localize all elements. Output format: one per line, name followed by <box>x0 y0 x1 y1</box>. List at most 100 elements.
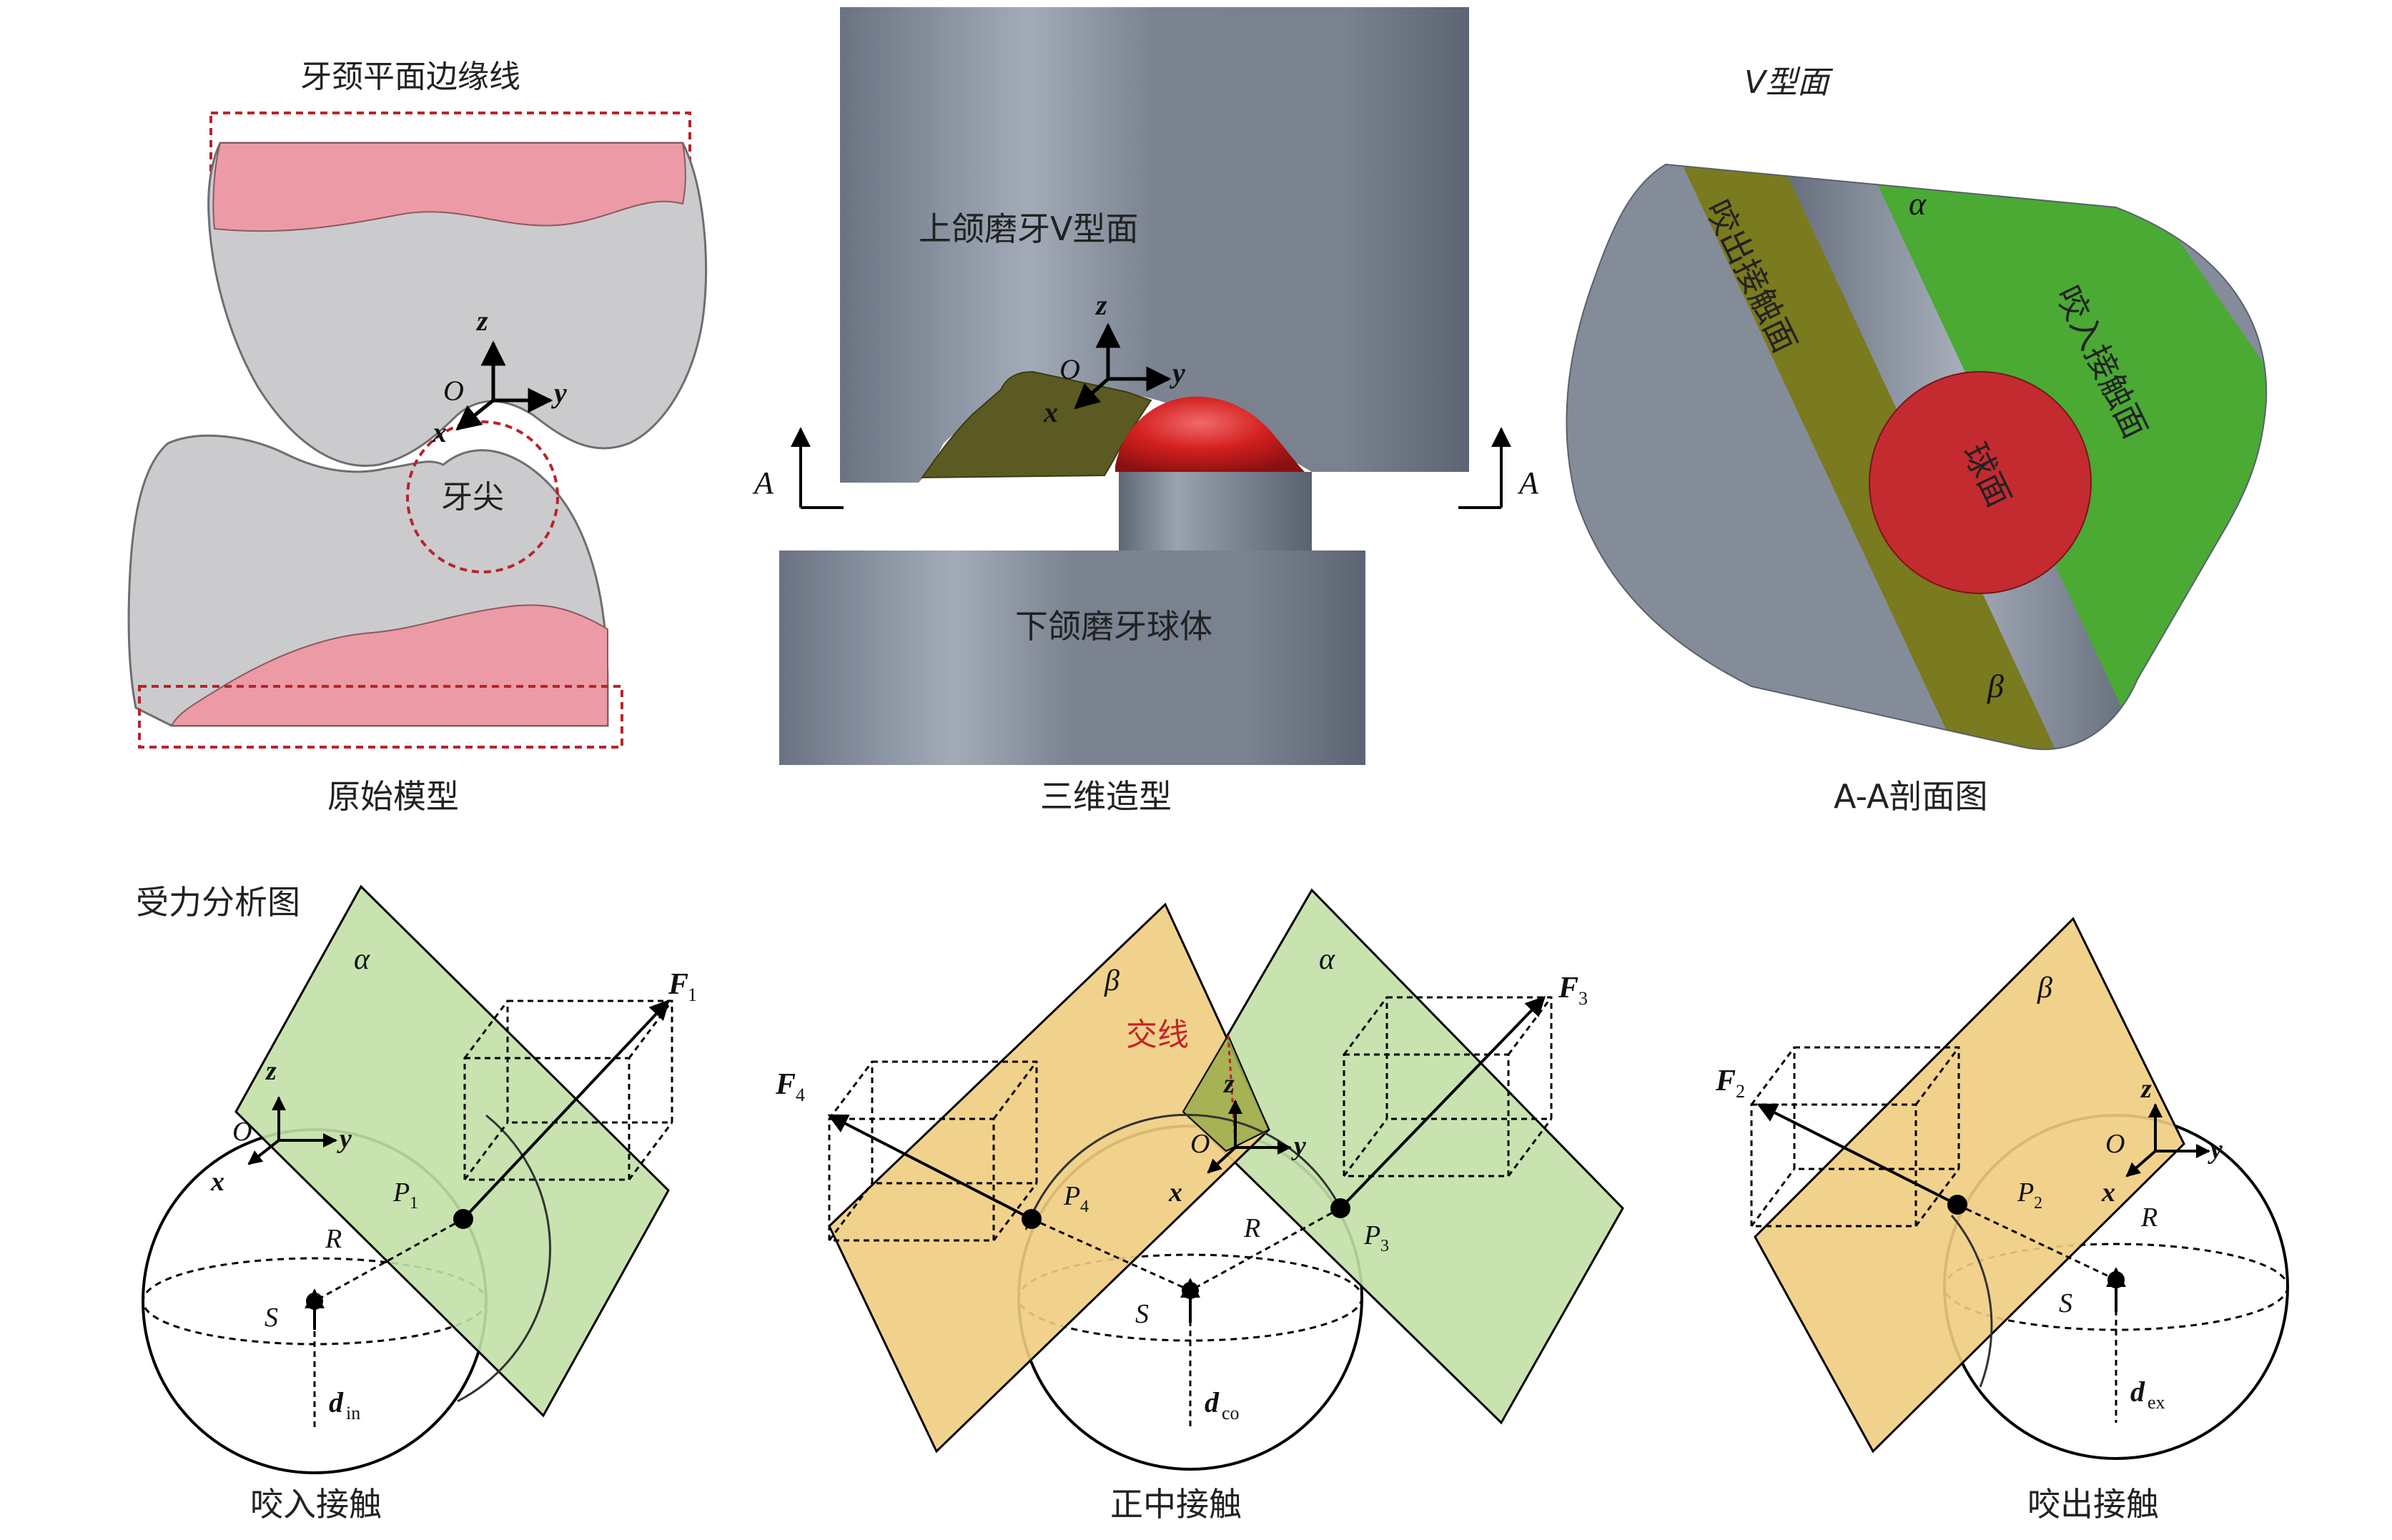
original-model-caption: 原始模型 <box>327 777 459 816</box>
middle-origin: O <box>1190 1129 1210 1159</box>
cervical-line-label: 牙颈平面边缘线 <box>300 59 520 95</box>
plane-beta-right <box>1754 917 2185 1453</box>
centric-panel: z y x O β α 交线 F 4 F 3 P 4 P 3 R S d co … <box>775 888 1624 1524</box>
cad-x-axis <box>1074 377 1109 410</box>
centric-caption: 正中接触 <box>1110 1485 1242 1524</box>
lower-cylinder-neck <box>1119 472 1312 551</box>
left-disp-sub: in <box>346 1403 360 1423</box>
cusp-label: 牙尖 <box>441 479 504 515</box>
center-s-left <box>306 1293 323 1310</box>
left-force-f: F <box>668 968 688 1001</box>
force-f2-arrow <box>1756 1103 1958 1206</box>
force-box-left <box>463 999 673 1181</box>
upper-v-block <box>840 7 1469 483</box>
left-point-sub: 1 <box>410 1194 418 1213</box>
lower-sphere-label: 下颌磨牙球体 <box>1015 607 1212 646</box>
red-contact-dome <box>1115 396 1305 472</box>
left-axis-z: z <box>265 1056 277 1086</box>
intersection-region <box>1182 1033 1270 1152</box>
right-radius: R <box>2140 1203 2158 1233</box>
middle-force-f3-sub: 3 <box>1578 988 1588 1009</box>
lower-sphere-block <box>779 551 1365 765</box>
right-origin: O <box>2105 1129 2125 1159</box>
section-left-label: A <box>752 465 774 500</box>
contact-p1 <box>453 1209 473 1229</box>
right-force-sub: 2 <box>1736 1081 1745 1102</box>
left-origin: O <box>232 1117 252 1147</box>
middle-point-p3-sub: 3 <box>1380 1237 1389 1255</box>
middle-axis-y: y <box>1291 1131 1306 1161</box>
force-f4-arrow <box>827 1114 1032 1220</box>
middle-force-f4-sub: 4 <box>796 1085 805 1105</box>
middle-plane-alpha: α <box>1319 943 1335 976</box>
model-axis-x: x <box>432 416 447 448</box>
middle-point-p4-sub: 4 <box>1080 1198 1089 1216</box>
cad-axis-y: y <box>1170 357 1185 389</box>
bite-in-caption: 咬入接触 <box>250 1485 382 1524</box>
original-model-panel: 牙颈平面边缘线 牙尖 z y x O 原始模型 <box>127 59 707 816</box>
middle-point-p4: P <box>1063 1181 1080 1211</box>
lower-cervical-box <box>138 685 623 749</box>
left-axis-x: x <box>210 1167 224 1197</box>
right-plane-beta: β <box>2037 972 2052 1005</box>
plane-alpha-middle <box>1182 888 1624 1425</box>
upper-v-label: 上颌磨牙V型面 <box>919 209 1138 248</box>
left-radius: R <box>325 1224 342 1254</box>
force-f1-arrow <box>462 999 670 1220</box>
center-s-middle <box>1182 1282 1199 1299</box>
section-beta: β <box>1987 668 2004 704</box>
middle-point-p3: P <box>1363 1220 1380 1250</box>
cad-origin: O <box>1059 353 1080 385</box>
right-axis-z: z <box>2140 1074 2152 1104</box>
upper-pink-band <box>212 142 686 232</box>
sphere-section <box>1869 371 2092 594</box>
force-box-f3 <box>1343 996 1553 1178</box>
section-outline <box>1566 163 2268 751</box>
lower-pink-band <box>170 604 608 726</box>
middle-radius: R <box>1243 1213 1260 1243</box>
right-point-p: P <box>2017 1178 2034 1208</box>
model-axis-z: z <box>475 305 488 337</box>
cad-model-caption: 三维造型 <box>1040 777 1172 816</box>
middle-disp-d: d <box>1205 1386 1220 1418</box>
right-force-f: F <box>1715 1065 1736 1097</box>
plane-beta-middle <box>828 902 1270 1453</box>
contact-p4 <box>1022 1209 1042 1229</box>
bite-in-panel: z y x O α F 1 P 1 R S d in 咬入接触 <box>142 884 697 1524</box>
middle-force-f4: F <box>775 1068 796 1101</box>
right-center: S <box>2059 1288 2072 1318</box>
intersection-label: 交线 <box>1126 1017 1189 1053</box>
left-point-p: P <box>392 1178 410 1208</box>
left-plane-alpha: α <box>354 943 370 976</box>
cad-axis-z: z <box>1094 289 1107 321</box>
contact-p2 <box>1947 1195 1967 1215</box>
middle-axis-z: z <box>1222 1069 1235 1099</box>
right-disp-sub: ex <box>2148 1392 2165 1413</box>
exit-contact-strip <box>1666 164 2066 750</box>
plane-alpha-left <box>234 884 670 1418</box>
middle-disp-sub: co <box>1222 1403 1240 1423</box>
contact-p3 <box>1330 1198 1350 1218</box>
middle-center: S <box>1135 1299 1149 1329</box>
middle-axis-x: x <box>1168 1178 1182 1208</box>
middle-force-f3: F <box>1558 972 1578 1005</box>
right-axis-y: y <box>2208 1135 2223 1165</box>
middle-plane-beta: β <box>1104 964 1120 997</box>
cad-model-panel: 上颌磨牙V型面 下颌磨牙球体 A A z y x O 三维造型 <box>752 7 1539 816</box>
section-panel: V型面 咬出接触面 咬入接触面 球面 α β A-A剖面图 <box>1566 64 2268 816</box>
bite-out-caption: 咬出接触 <box>2027 1485 2159 1524</box>
force-box-right <box>1750 1046 1960 1228</box>
section-alpha: α <box>1909 185 1927 222</box>
right-axis-x: x <box>2101 1178 2115 1208</box>
center-s-right <box>2107 1271 2125 1288</box>
v-surface-label: V型面 <box>1744 64 1834 101</box>
force-f3-arrow <box>1339 995 1546 1210</box>
model-x-axis <box>455 399 495 431</box>
left-disp-d: d <box>329 1386 344 1418</box>
left-axis-y: y <box>337 1124 352 1154</box>
model-origin: O <box>443 375 464 407</box>
left-force-sub: 1 <box>688 984 697 1005</box>
section-caption: A-A剖面图 <box>1834 777 1988 816</box>
force-analysis-title: 受力分析图 <box>136 883 300 922</box>
